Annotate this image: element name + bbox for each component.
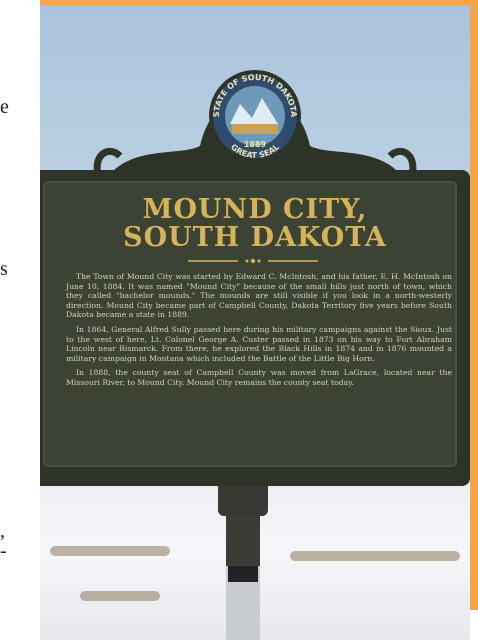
marker-title: MOUND CITY, SOUTH DAKOTA [80, 196, 430, 252]
page-accent-right [470, 0, 478, 640]
marker-photo: STATE OF SOUTH DAKOTA GREAT SEAL 1889 MO… [40, 6, 470, 640]
title-divider [188, 258, 318, 264]
seal-mountains [230, 98, 278, 124]
historical-marker-sign: STATE OF SOUTH DAKOTA GREAT SEAL 1889 [40, 70, 470, 640]
marker-paragraph: In 1888, the county seat of Campbell Cou… [66, 368, 452, 387]
fragment-char: s [0, 258, 8, 280]
post-sticker [228, 566, 258, 582]
marker-title-line1: MOUND CITY, [142, 194, 368, 225]
page-left-fragment: e s , - [0, 0, 40, 640]
grass-patch [80, 591, 160, 601]
page-corner [470, 610, 478, 640]
sign-board [43, 181, 457, 467]
marker-body: The Town of Mound City was started by Ed… [66, 272, 452, 393]
marker-paragraph: In 1864, General Alfred Sully passed her… [66, 324, 452, 363]
marker-title-line2: SOUTH DAKOTA [123, 222, 387, 253]
fragment-char: e [0, 96, 9, 118]
marker-paragraph: The Town of Mound City was started by Ed… [66, 272, 452, 320]
seal-field [232, 124, 278, 134]
grass-patch [290, 551, 460, 561]
seal-year: 1889 [244, 140, 267, 149]
grass-patch [50, 546, 170, 556]
page-accent-top [40, 0, 470, 6]
fragment-char: , [0, 520, 5, 542]
fragment-char: - [0, 540, 7, 562]
